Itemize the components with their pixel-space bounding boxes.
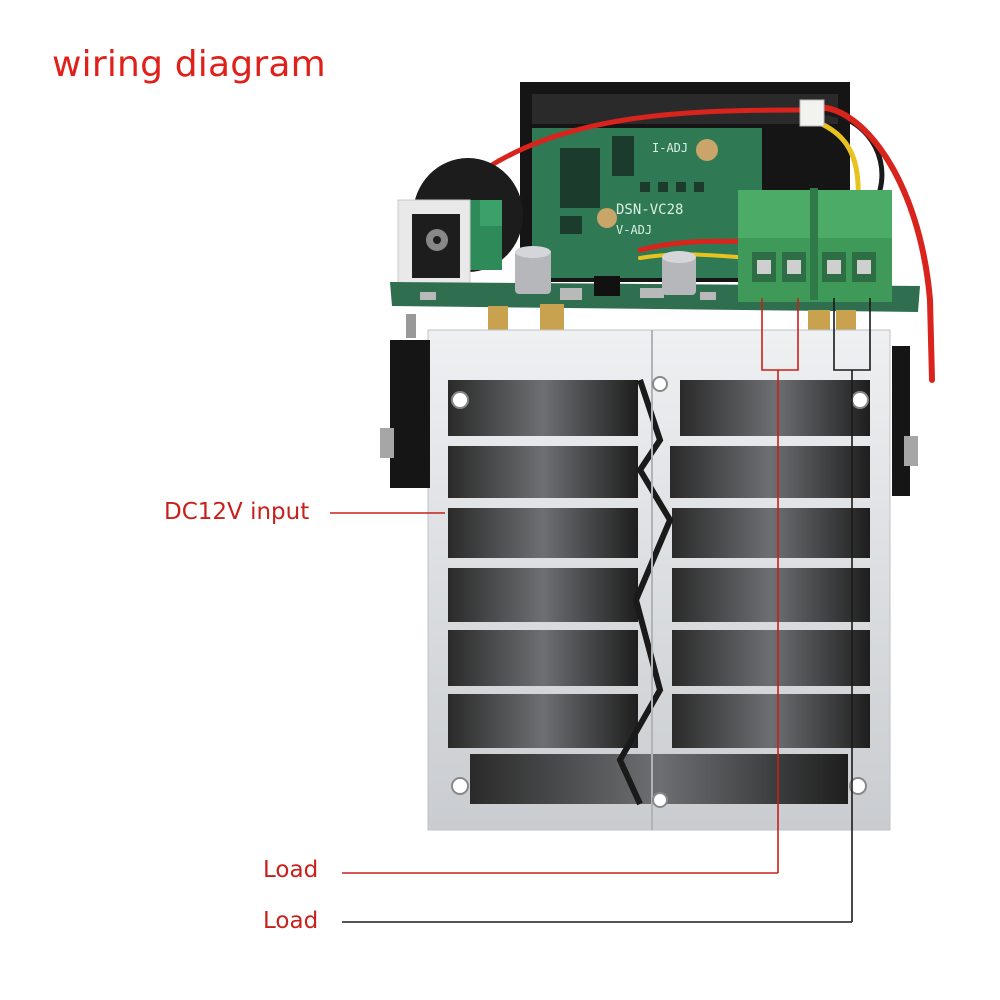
heatsink (427, 329, 891, 831)
silkscreen-model: DSN-VC28 (616, 202, 683, 218)
dc-input-label: DC12V input (164, 499, 310, 525)
silkscreen-v-adj: V-ADJ (616, 223, 652, 237)
control-pcb: I-ADJ DSN-VC28 V-ADJ (532, 128, 762, 278)
dc-jack (397, 199, 471, 289)
leader-lines (330, 298, 871, 923)
load-label-2: Load (263, 908, 319, 934)
wiring-harness (467, 99, 935, 383)
diagram-title: wiring diagram (52, 44, 326, 85)
side-clamps (380, 340, 918, 496)
silkscreen-i-adj: I-ADJ (652, 141, 688, 155)
terminal-block (738, 188, 892, 302)
load-label-1: Load (263, 857, 319, 883)
